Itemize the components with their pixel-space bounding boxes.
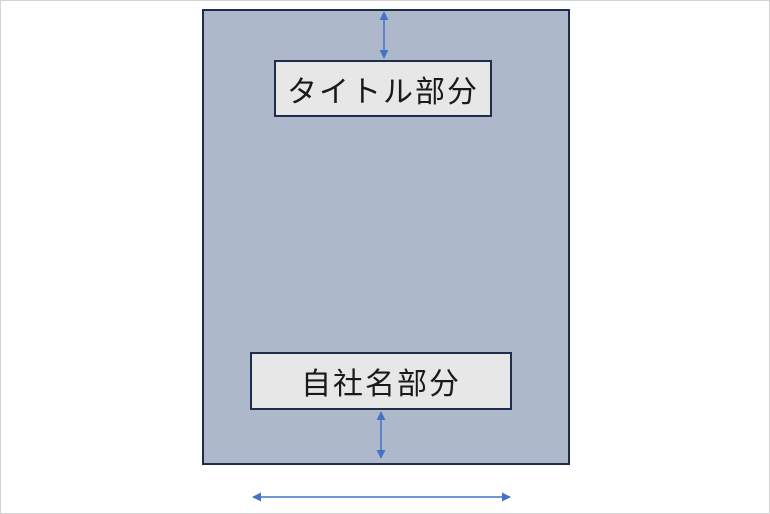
company-name-section-box: 自社名部分 [250,352,512,410]
title-section-box: タイトル部分 [274,60,492,117]
company-name-section-label: 自社名部分 [301,367,461,402]
title-section-label: タイトル部分 [287,74,479,110]
